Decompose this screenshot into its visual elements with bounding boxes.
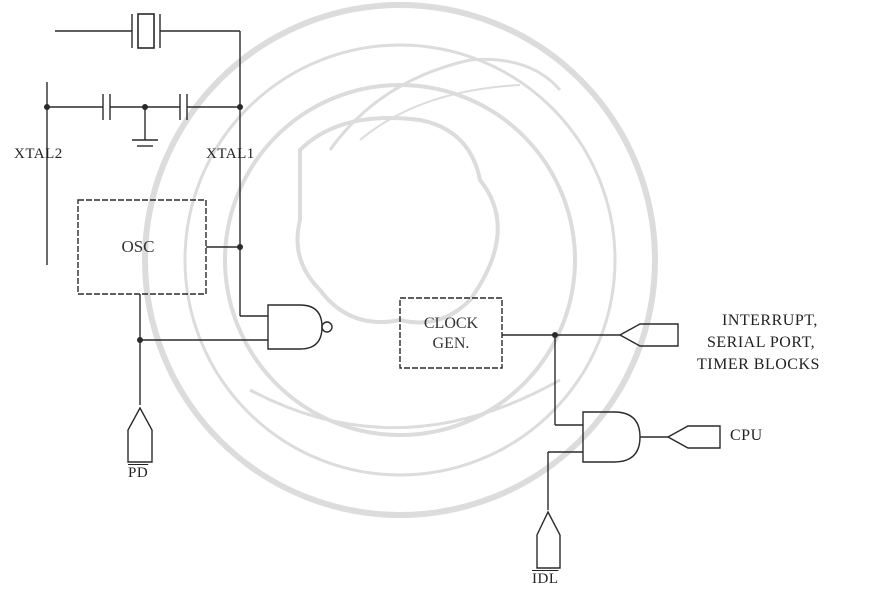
ground-icon bbox=[132, 139, 158, 147]
clock-gen-label-line1: CLOCK bbox=[423, 315, 479, 332]
osc-box bbox=[77, 199, 207, 295]
interrupt-output-pin-icon bbox=[618, 323, 679, 347]
clock-gen-box bbox=[399, 297, 503, 369]
nand-gate-icon bbox=[267, 304, 333, 350]
idl-label: IDL bbox=[532, 571, 559, 587]
interrupt-label-line1: INTERRUPT, bbox=[722, 312, 818, 329]
xtal2-label: XTAL2 bbox=[14, 146, 63, 162]
cpu-output-pin-icon bbox=[666, 425, 721, 449]
pd-label: PD bbox=[128, 465, 149, 481]
crystal-icon bbox=[131, 13, 161, 49]
idl-input-pin-icon bbox=[536, 510, 561, 569]
pd-input-pin-icon bbox=[127, 406, 153, 463]
xtal1-label: XTAL1 bbox=[206, 146, 255, 162]
and-gate-icon bbox=[582, 411, 641, 463]
interrupt-label-line3: TIMER BLOCKS bbox=[697, 356, 820, 373]
university-seal-watermark bbox=[142, 2, 658, 518]
capacitor-left-icon bbox=[102, 94, 111, 120]
junctions bbox=[44, 104, 558, 343]
cpu-label: CPU bbox=[730, 427, 763, 444]
interrupt-label-line2: SERIAL PORT, bbox=[707, 334, 816, 351]
clock-gen-label-line2: GEN. bbox=[432, 335, 470, 352]
osc-label: OSC bbox=[121, 237, 155, 256]
